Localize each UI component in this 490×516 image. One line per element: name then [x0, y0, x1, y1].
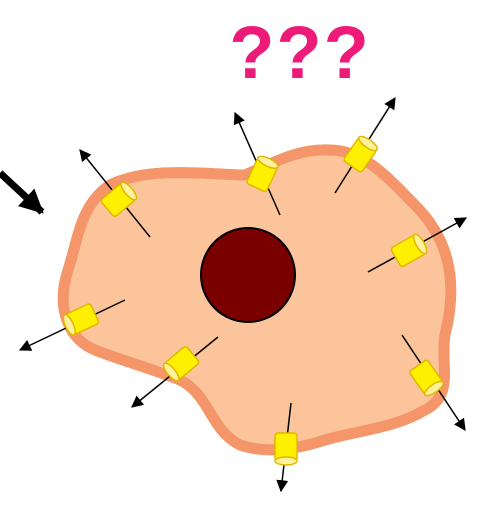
incoming-signal-arrow [0, 173, 42, 212]
title-question-marks: ??? [229, 11, 371, 94]
nucleus [201, 228, 295, 322]
